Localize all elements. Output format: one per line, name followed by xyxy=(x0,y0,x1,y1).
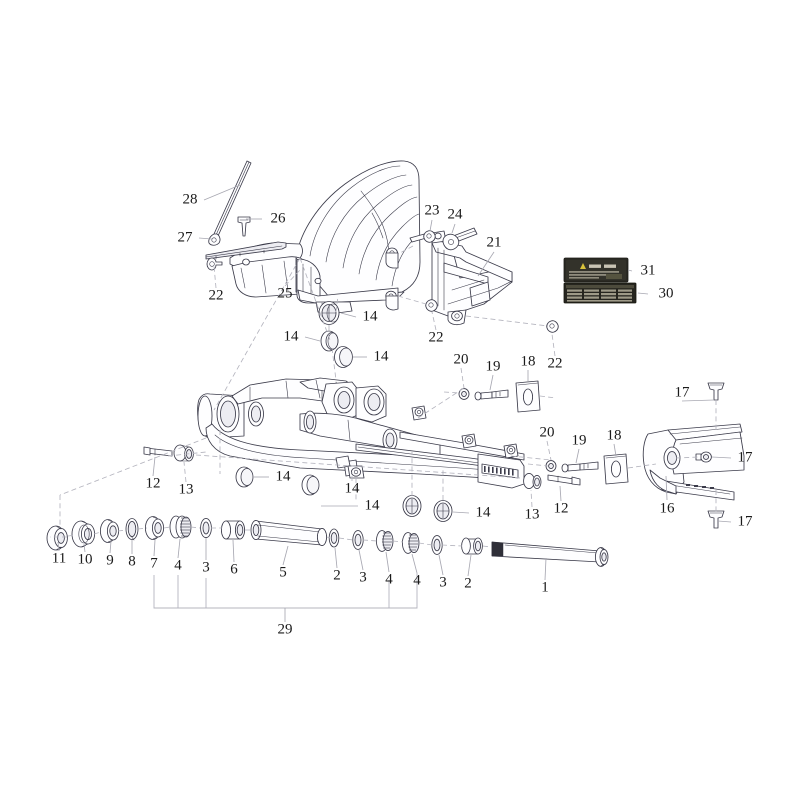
screw-part-17-top xyxy=(707,382,725,401)
callout-10: 10 xyxy=(77,551,93,568)
callout-24: 24 xyxy=(447,206,463,223)
callout-31: 31 xyxy=(640,262,656,279)
callout-20-upper: 20 xyxy=(453,351,469,368)
callout-14-d: 14 xyxy=(275,468,291,485)
callout-22-right: 22 xyxy=(547,355,563,372)
leader-lines xyxy=(50,184,732,622)
collar-part-13-right xyxy=(523,472,542,490)
callout-9: 9 xyxy=(106,552,114,569)
callout-8: 8 xyxy=(128,553,136,570)
screw-part-26 xyxy=(237,216,251,237)
callout-13-right: 13 xyxy=(524,506,540,523)
license-plate-bracket-part-21 xyxy=(431,230,513,326)
warning-decal-group xyxy=(563,257,637,304)
callout-19-lower: 19 xyxy=(571,432,587,449)
part-10-collar xyxy=(71,520,96,548)
part-1-axle-shaft xyxy=(491,541,609,567)
callout-29: 29 xyxy=(277,621,293,638)
callout-30: 30 xyxy=(658,285,674,302)
callout-4-c: 4 xyxy=(413,572,421,589)
clip-part-22-upper xyxy=(206,257,223,271)
part-8-circlip xyxy=(125,518,139,541)
nut-part-22-right xyxy=(546,320,559,333)
chain-guard-part-16 xyxy=(642,423,745,501)
callout-26: 26 xyxy=(270,210,286,227)
seal-part-14-c xyxy=(334,346,353,368)
seal-part-14-f xyxy=(402,495,422,517)
callout-14-e: 14 xyxy=(344,480,360,497)
callout-3-a: 3 xyxy=(202,559,210,576)
callout-12-left: 12 xyxy=(145,475,161,492)
callout-14-f: 14 xyxy=(364,497,380,514)
bolt-part-24 xyxy=(442,227,478,251)
callout-21: 21 xyxy=(486,234,502,251)
part-4-bearing-b xyxy=(375,530,394,552)
callout-3-b: 3 xyxy=(359,569,367,586)
screw-part-17-bottom xyxy=(707,510,725,529)
bolt-part-23 xyxy=(409,230,436,243)
callout-4-b: 4 xyxy=(385,571,393,588)
callout-1: 1 xyxy=(541,579,549,596)
part-9-washer xyxy=(99,519,120,543)
callout-14-c: 14 xyxy=(373,348,389,365)
pin-part-12-right xyxy=(547,474,581,486)
pin-part-12-left xyxy=(143,446,173,457)
part-5-spacer-tube xyxy=(250,519,328,547)
callout-25: 25 xyxy=(277,285,293,302)
callout-12-right: 12 xyxy=(553,500,569,517)
callout-14-b: 14 xyxy=(283,328,299,345)
callout-2-a: 2 xyxy=(333,567,341,584)
callout-14-a: 14 xyxy=(362,308,378,325)
seal-part-14-e xyxy=(301,474,320,496)
callout-20-lower: 20 xyxy=(539,424,555,441)
seal-part-14-g xyxy=(433,500,453,522)
callout-4-a: 4 xyxy=(174,557,182,574)
callout-16: 16 xyxy=(659,500,675,517)
callout-23: 23 xyxy=(424,202,440,219)
part-2-spacer-b xyxy=(461,537,483,555)
part-3-washer-a xyxy=(200,517,212,539)
callout-13-left: 13 xyxy=(178,481,194,498)
callout-22-upper: 22 xyxy=(208,287,224,304)
callout-17-bottom: 17 xyxy=(737,513,753,530)
callout-22-mid: 22 xyxy=(428,329,444,346)
seal-part-14-d xyxy=(235,466,254,488)
callout-3-c: 3 xyxy=(439,574,447,591)
nut-part-22-mid xyxy=(425,299,438,312)
screw-part-17-mid xyxy=(695,451,712,463)
swingarm-main-body xyxy=(197,377,525,489)
callout-27: 27 xyxy=(177,229,193,246)
seal-part-14-b xyxy=(320,330,339,352)
callout-17-top: 17 xyxy=(674,384,690,401)
part-3-washer-b xyxy=(352,530,364,550)
strip-part-27 xyxy=(205,241,287,260)
callout-28: 28 xyxy=(182,191,198,208)
callout-2-b: 2 xyxy=(464,575,472,592)
collar-part-13-left xyxy=(173,444,194,462)
tool-rod-part-28 xyxy=(208,160,252,246)
callout-11: 11 xyxy=(51,550,67,567)
part-11-nut xyxy=(46,525,68,551)
part-3-washer-c xyxy=(431,535,443,555)
axle-assembly-row xyxy=(46,515,609,567)
part-4-bearing-c xyxy=(401,532,420,554)
callout-18-lower: 18 xyxy=(606,427,622,444)
chain-adjuster-set-upper xyxy=(458,380,541,413)
rear-fender-assembly xyxy=(229,160,421,315)
part-4-bearing-a xyxy=(169,515,192,539)
seal-part-14-a xyxy=(318,301,340,325)
callout-5: 5 xyxy=(279,564,287,581)
callout-6: 6 xyxy=(230,561,238,578)
callout-19-upper: 19 xyxy=(485,358,501,375)
chain-adjuster-set-lower xyxy=(545,453,629,485)
callout-17-mid: 17 xyxy=(737,449,753,466)
callout-7: 7 xyxy=(150,555,158,572)
part-7-bearing xyxy=(144,516,165,540)
callout-14-g: 14 xyxy=(475,504,491,521)
part-6-spacer xyxy=(220,520,246,540)
callout-18-upper: 18 xyxy=(520,353,536,370)
part-2-spacer-a xyxy=(328,528,340,548)
